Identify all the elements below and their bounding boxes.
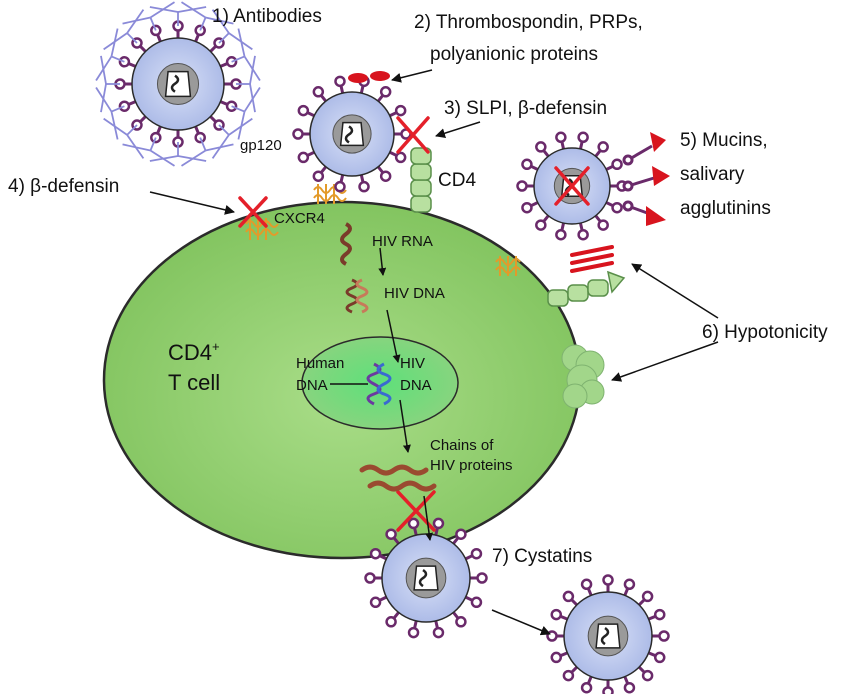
pointer-arrows: [149, 69, 719, 636]
label-thrombospondin-2: polyanionic proteins: [430, 44, 598, 65]
virus-released: [546, 574, 670, 694]
virus-attaching: [292, 75, 412, 193]
membrane-bleb: [561, 344, 605, 409]
label-beta-defensin: 4) β-defensin: [8, 176, 119, 197]
flow-arrows: [330, 247, 434, 541]
label-cxcr4: CXCR4: [274, 210, 325, 227]
thrombospondin-proteins: [348, 71, 390, 83]
label-mucins-2: salivary: [680, 164, 745, 185]
label-cd4: CD4: [438, 170, 476, 191]
label-human-dna-1: Human: [296, 355, 344, 372]
label-cell-2: T cell: [168, 370, 220, 395]
label-antibodies: 1) Antibodies: [212, 6, 322, 27]
label-hiv-dna: HIV DNA: [384, 285, 445, 302]
label-hiv-dna-nucleus-2: DNA: [400, 377, 432, 394]
cd4-receptor-right: [547, 270, 626, 307]
label-thrombospondin-1: 2) Thrombospondin, PRPs,: [414, 12, 643, 33]
virus-antibody-bound: [95, 1, 261, 167]
label-mucins-1: 5) Mucins,: [680, 130, 768, 151]
mucin-projections: [622, 132, 670, 226]
cxcr4-receptor-top: [313, 184, 347, 204]
hiv-protein-chains: [359, 464, 437, 492]
label-cell-1: CD4+: [168, 339, 220, 365]
label-cystatins: 7) Cystatins: [492, 546, 592, 567]
virus-budding: [364, 517, 488, 639]
hiv-rna-strand: [340, 222, 352, 266]
label-hiv-rna: HIV RNA: [372, 233, 433, 250]
label-human-dna-2: DNA: [296, 377, 328, 394]
red-protein-bars: [570, 245, 614, 273]
nucleus: [301, 336, 459, 430]
label-chains-2: HIV proteins: [430, 457, 513, 474]
label-gp120: gp120: [240, 137, 282, 154]
label-mucins-3: agglutinins: [680, 198, 771, 219]
cd4-receptor-top: [410, 147, 432, 213]
cxcr4-receptor-right: [495, 256, 521, 276]
label-slpi: 3) SLPI, β-defensin: [444, 98, 607, 119]
label-chains-1: Chains of: [430, 437, 494, 454]
label-hiv-dna-nucleus-1: HIV: [400, 355, 425, 372]
hiv-dna-strand: [345, 278, 369, 314]
label-hypotonicity: 6) Hypotonicity: [702, 322, 828, 343]
integrated-dna-strand: [366, 362, 392, 406]
